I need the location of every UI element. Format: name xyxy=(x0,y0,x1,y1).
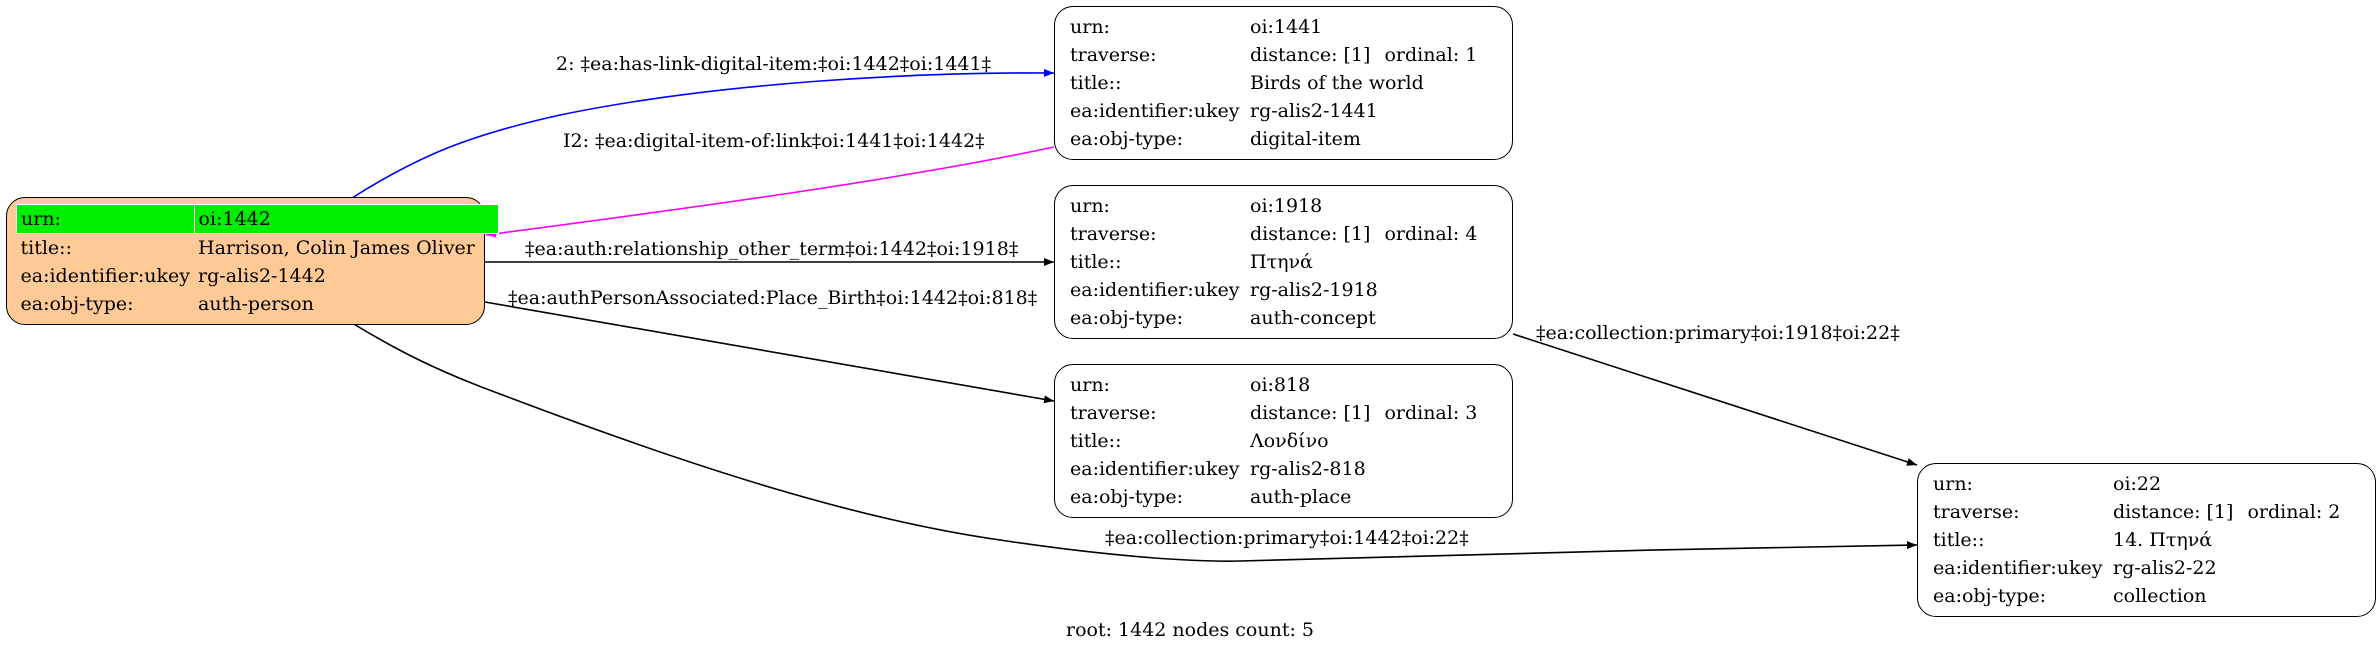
ukey-label: ea:identifier:ukey xyxy=(1070,100,1240,122)
type-label: ea:obj-type: xyxy=(20,293,134,315)
ukey-label: ea:identifier:ukey xyxy=(20,265,191,287)
ukey-value: rg-alis2-1441 xyxy=(1250,100,1378,122)
type-value: collection xyxy=(2113,585,2207,607)
title-label: title:: xyxy=(1933,529,1985,551)
ukey-row: ea:identifier:ukey rg-alis2-1442 xyxy=(17,262,499,290)
traverse-row: traverse: distance: [1] ordinal: 1 xyxy=(1066,41,1481,69)
title-row: title:: Λονδίνο xyxy=(1066,427,1481,455)
title-row: title:: Harrison, Colin James Oliver xyxy=(17,234,499,263)
node-oi-22[interactable]: urn: oi:22 traverse: distance: [1] ordin… xyxy=(1917,463,2376,617)
urn-label: urn: xyxy=(1070,374,1110,396)
distance-value: distance: [1] xyxy=(1250,44,1371,66)
urn-row: urn: oi:1918 xyxy=(1066,192,1481,220)
type-row: ea:obj-type: collection xyxy=(1929,582,2344,610)
type-value: digital-item xyxy=(1250,128,1361,150)
traverse-label: traverse: xyxy=(1070,402,1157,424)
title-label: title:: xyxy=(1070,72,1122,94)
ukey-value: rg-alis2-22 xyxy=(2113,557,2217,579)
title-value: Birds of the world xyxy=(1250,72,1424,94)
node-oi-1918-table: urn: oi:1918 traverse: distance: [1] ord… xyxy=(1066,192,1481,332)
title-row: title:: Πτηνά xyxy=(1066,248,1481,276)
ordinal-value: ordinal: 1 xyxy=(1384,44,1478,66)
title-label: title:: xyxy=(1070,251,1122,273)
edge-label-has-link-digital-item: 2: ‡ea:has-link-digital-item:‡oi:1442‡oi… xyxy=(556,53,992,75)
title-value: Harrison, Colin James Oliver xyxy=(198,237,475,259)
urn-row: urn: oi:1442 xyxy=(16,204,500,234)
node-oi-22-table: urn: oi:22 traverse: distance: [1] ordin… xyxy=(1929,470,2344,610)
traverse-row: traverse: distance: [1] ordinal: 4 xyxy=(1066,220,1481,248)
ukey-label: ea:identifier:ukey xyxy=(1070,458,1240,480)
ukey-label: ea:identifier:ukey xyxy=(1933,557,2103,579)
graph-footer: root: 1442 nodes count: 5 xyxy=(1065,619,1315,641)
title-label: title:: xyxy=(20,237,72,259)
type-row: ea:obj-type: digital-item xyxy=(1066,125,1481,153)
type-label: ea:obj-type: xyxy=(1070,486,1184,508)
node-oi-1442[interactable]: urn: oi:1442 title:: Harrison, Colin Jam… xyxy=(6,197,500,325)
node-oi-1441-table: urn: oi:1441 traverse: distance: [1] ord… xyxy=(1066,13,1481,153)
ukey-row: ea:identifier:ukey rg-alis2-22 xyxy=(1929,554,2344,582)
type-row: ea:obj-type: auth-place xyxy=(1066,483,1481,511)
type-row: ea:obj-type: auth-person xyxy=(17,290,499,318)
traverse-label: traverse: xyxy=(1933,501,2020,523)
edge-label-digital-item-of: I2: ‡ea:digital-item-of:link‡oi:1441‡oi:… xyxy=(563,130,985,152)
traverse-label: traverse: xyxy=(1070,223,1157,245)
distance-value: distance: [1] xyxy=(2113,501,2234,523)
node-oi-1441[interactable]: urn: oi:1441 traverse: distance: [1] ord… xyxy=(1054,6,1513,160)
type-value: auth-concept xyxy=(1250,307,1376,329)
urn-value: oi:1441 xyxy=(1250,16,1323,38)
ukey-row: ea:identifier:ukey rg-alis2-1441 xyxy=(1066,97,1481,125)
urn-row: urn: oi:1441 xyxy=(1066,13,1481,41)
type-value: auth-person xyxy=(198,293,314,315)
ukey-label: ea:identifier:ukey xyxy=(1070,279,1240,301)
ukey-row: ea:identifier:ukey rg-alis2-818 xyxy=(1066,455,1481,483)
urn-value: oi:1442 xyxy=(193,204,500,234)
urn-row: urn: oi:22 xyxy=(1929,470,2344,498)
urn-value: oi:22 xyxy=(2113,473,2162,495)
type-label: ea:obj-type: xyxy=(1933,585,2047,607)
title-label: title:: xyxy=(1070,430,1122,452)
title-value: Πτηνά xyxy=(1250,251,1313,273)
edge-label-collection-primary-1442: ‡ea:collection:primary‡oi:1442‡oi:22‡ xyxy=(1105,527,1469,549)
ukey-value: rg-alis2-818 xyxy=(1250,458,1366,480)
node-oi-1918[interactable]: urn: oi:1918 traverse: distance: [1] ord… xyxy=(1054,185,1513,339)
edge-has-link-digital-item xyxy=(351,68,1055,199)
urn-label: urn: xyxy=(1070,195,1110,217)
ukey-value: rg-alis2-1442 xyxy=(198,265,326,287)
ukey-value: rg-alis2-1918 xyxy=(1250,279,1378,301)
type-row: ea:obj-type: auth-concept xyxy=(1066,304,1481,332)
urn-label: urn: xyxy=(16,204,195,234)
ordinal-value: ordinal: 2 xyxy=(2247,501,2341,523)
edge-label-collection-primary-1918: ‡ea:collection:primary‡oi:1918‡oi:22‡ xyxy=(1536,322,1900,344)
title-row: title:: 14. Πτηνά xyxy=(1929,526,2344,554)
traverse-row: traverse: distance: [1] ordinal: 3 xyxy=(1066,399,1481,427)
edge-collection-primary-1918 xyxy=(1512,333,1918,466)
ukey-row: ea:identifier:ukey rg-alis2-1918 xyxy=(1066,276,1481,304)
node-oi-818[interactable]: urn: oi:818 traverse: distance: [1] ordi… xyxy=(1054,364,1513,518)
title-value: Λονδίνο xyxy=(1250,430,1329,452)
ordinal-value: ordinal: 4 xyxy=(1384,223,1478,245)
edge-collection-primary-1442 xyxy=(351,322,1918,562)
edge-label-relationship-other-term: ‡ea:auth:relationship_other_term‡oi:1442… xyxy=(525,238,1019,260)
type-label: ea:obj-type: xyxy=(1070,128,1184,150)
edge-place-birth xyxy=(484,301,1055,404)
edge-label-place-birth: ‡ea:authPersonAssociated:Place_Birth‡oi:… xyxy=(508,287,1038,309)
title-value: 14. Πτηνά xyxy=(2113,529,2213,551)
edge-digital-item-of xyxy=(485,146,1055,238)
distance-value: distance: [1] xyxy=(1250,402,1371,424)
traverse-label: traverse: xyxy=(1070,44,1157,66)
node-oi-818-table: urn: oi:818 traverse: distance: [1] ordi… xyxy=(1066,371,1481,511)
urn-label: urn: xyxy=(1070,16,1110,38)
distance-value: distance: [1] xyxy=(1250,223,1371,245)
urn-value: oi:1918 xyxy=(1250,195,1323,217)
title-row: title:: Birds of the world xyxy=(1066,69,1481,97)
ordinal-value: ordinal: 3 xyxy=(1384,402,1478,424)
type-value: auth-place xyxy=(1250,486,1352,508)
node-oi-1442-table: urn: oi:1442 title:: Harrison, Colin Jam… xyxy=(16,204,500,318)
urn-row: urn: oi:818 xyxy=(1066,371,1481,399)
type-label: ea:obj-type: xyxy=(1070,307,1184,329)
traverse-row: traverse: distance: [1] ordinal: 2 xyxy=(1929,498,2344,526)
urn-label: urn: xyxy=(1933,473,1973,495)
urn-value: oi:818 xyxy=(1250,374,1311,396)
